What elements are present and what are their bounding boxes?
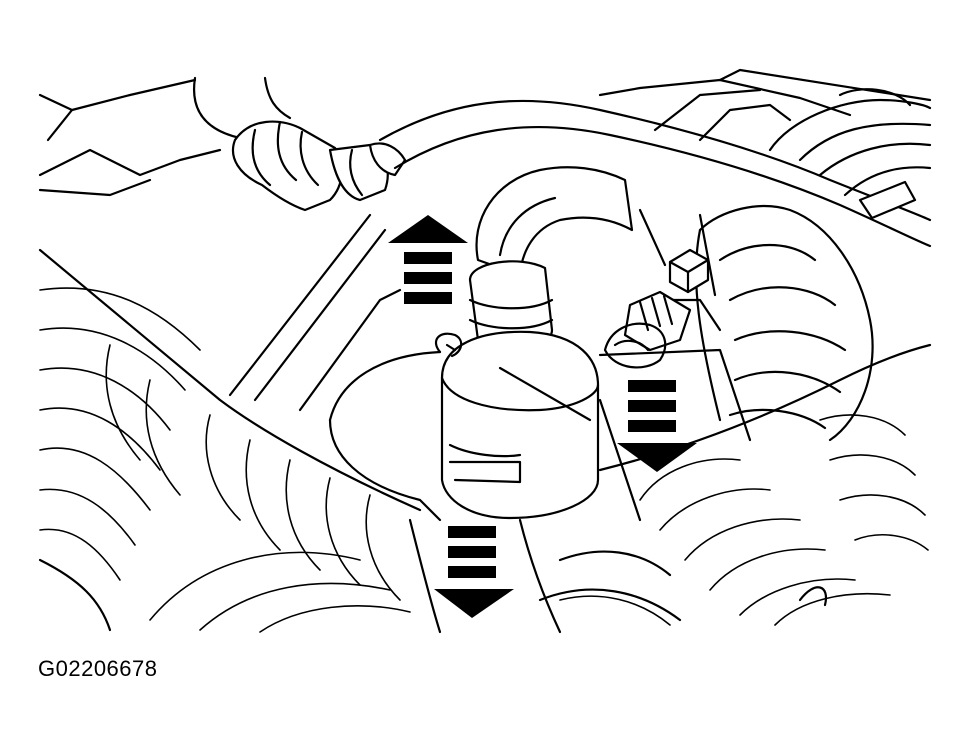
figure-code: G02206678 [38, 656, 158, 681]
lower-right-hose [538, 343, 932, 626]
fuel-filter [434, 166, 634, 520]
arrow-down-icon [617, 380, 697, 472]
sensor-connector [603, 290, 692, 369]
arrow-up-icon [388, 215, 468, 304]
right-bellows [694, 204, 874, 442]
mounting-bracket [228, 213, 752, 522]
upper-right-housing [598, 68, 932, 220]
upper-left-bracket [38, 78, 222, 197]
lower-left-hose [38, 248, 422, 632]
overhead-pipe [378, 99, 932, 248]
lower-center-hose [149, 518, 671, 634]
left-hose [193, 76, 407, 212]
arrow-down-icon [434, 526, 514, 618]
